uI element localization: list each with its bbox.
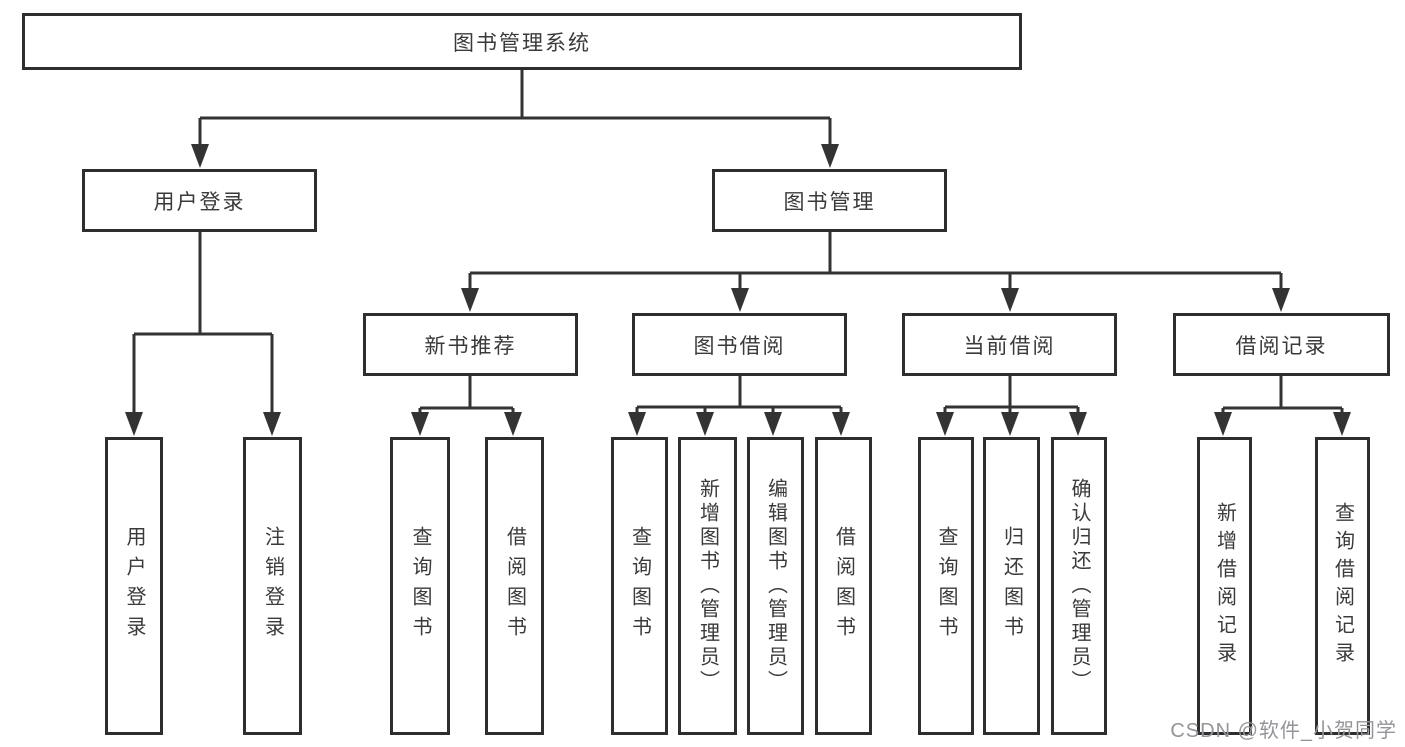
node-new-book-recommend-label: 新书推荐 bbox=[424, 334, 517, 358]
leaf-query-books-recommend: 查询图书 bbox=[390, 437, 450, 735]
node-book-borrow-label: 图书借阅 bbox=[693, 334, 786, 358]
leaf-add-books-admin-label: 新增图书（管理员） bbox=[696, 478, 719, 694]
leaf-query-borrow-record-label: 查询借阅记录 bbox=[1331, 502, 1354, 670]
leaf-add-borrow-record: 新增借阅记录 bbox=[1197, 437, 1252, 735]
node-new-book-recommend: 新书推荐 bbox=[363, 313, 578, 376]
node-book-management-label: 图书管理 bbox=[783, 190, 876, 214]
connector-new-books-branch bbox=[411, 376, 522, 436]
leaf-logout: 注销登录 bbox=[243, 437, 302, 735]
leaf-borrow-books-recommend-label: 借阅图书 bbox=[503, 526, 526, 646]
leaf-borrow-books-borrow: 借阅图书 bbox=[815, 437, 872, 735]
node-book-borrow: 图书借阅 bbox=[632, 313, 847, 376]
node-current-borrow: 当前借阅 bbox=[902, 313, 1117, 376]
leaf-query-books-recommend-label: 查询图书 bbox=[409, 526, 431, 646]
node-borrow-records: 借阅记录 bbox=[1173, 313, 1390, 376]
connector-records-branch bbox=[1214, 376, 1351, 436]
leaf-user-login-label: 用户登录 bbox=[123, 526, 145, 646]
connector-book-mgmt-branch bbox=[461, 232, 1290, 312]
leaf-confirm-return-admin-label: 确认归还（管理员） bbox=[1068, 478, 1090, 694]
node-user-login-label: 用户登录 bbox=[153, 190, 246, 214]
leaf-borrow-books-recommend: 借阅图书 bbox=[485, 437, 544, 735]
connector-current-branch bbox=[936, 376, 1087, 436]
connector-borrow-branch bbox=[628, 376, 850, 436]
node-root-system: 图书管理系统 bbox=[22, 13, 1022, 70]
leaf-edit-books-admin: 编辑图书（管理员） bbox=[747, 437, 804, 735]
leaf-borrow-books-borrow-label: 借阅图书 bbox=[832, 526, 855, 646]
leaf-return-books-label: 归还图书 bbox=[1000, 526, 1023, 646]
leaf-edit-books-admin-label: 编辑图书（管理员） bbox=[764, 478, 787, 694]
leaf-query-books-current: 查询图书 bbox=[918, 437, 974, 735]
leaf-logout-label: 注销登录 bbox=[261, 526, 284, 646]
node-book-management: 图书管理 bbox=[712, 169, 947, 232]
leaf-query-books-borrow-label: 查询图书 bbox=[628, 526, 651, 646]
leaf-confirm-return-admin: 确认归还（管理员） bbox=[1051, 437, 1107, 735]
watermark-text: CSDN @软件_小贺同学 bbox=[1170, 720, 1397, 742]
connector-root-to-level2 bbox=[191, 70, 839, 168]
leaf-add-borrow-record-label: 新增借阅记录 bbox=[1213, 502, 1236, 670]
leaf-query-books-current-label: 查询图书 bbox=[935, 526, 957, 646]
leaf-return-books: 归还图书 bbox=[983, 437, 1040, 735]
leaf-user-login: 用户登录 bbox=[105, 437, 163, 735]
leaf-query-borrow-record: 查询借阅记录 bbox=[1315, 437, 1370, 735]
node-user-login: 用户登录 bbox=[82, 169, 317, 232]
connector-user-login-branch bbox=[125, 232, 281, 436]
leaf-add-books-admin: 新增图书（管理员） bbox=[678, 437, 737, 735]
node-borrow-records-label: 借阅记录 bbox=[1235, 334, 1328, 358]
node-current-borrow-label: 当前借阅 bbox=[963, 334, 1056, 358]
node-root-label: 图书管理系统 bbox=[453, 31, 591, 55]
leaf-query-books-borrow: 查询图书 bbox=[611, 437, 668, 735]
